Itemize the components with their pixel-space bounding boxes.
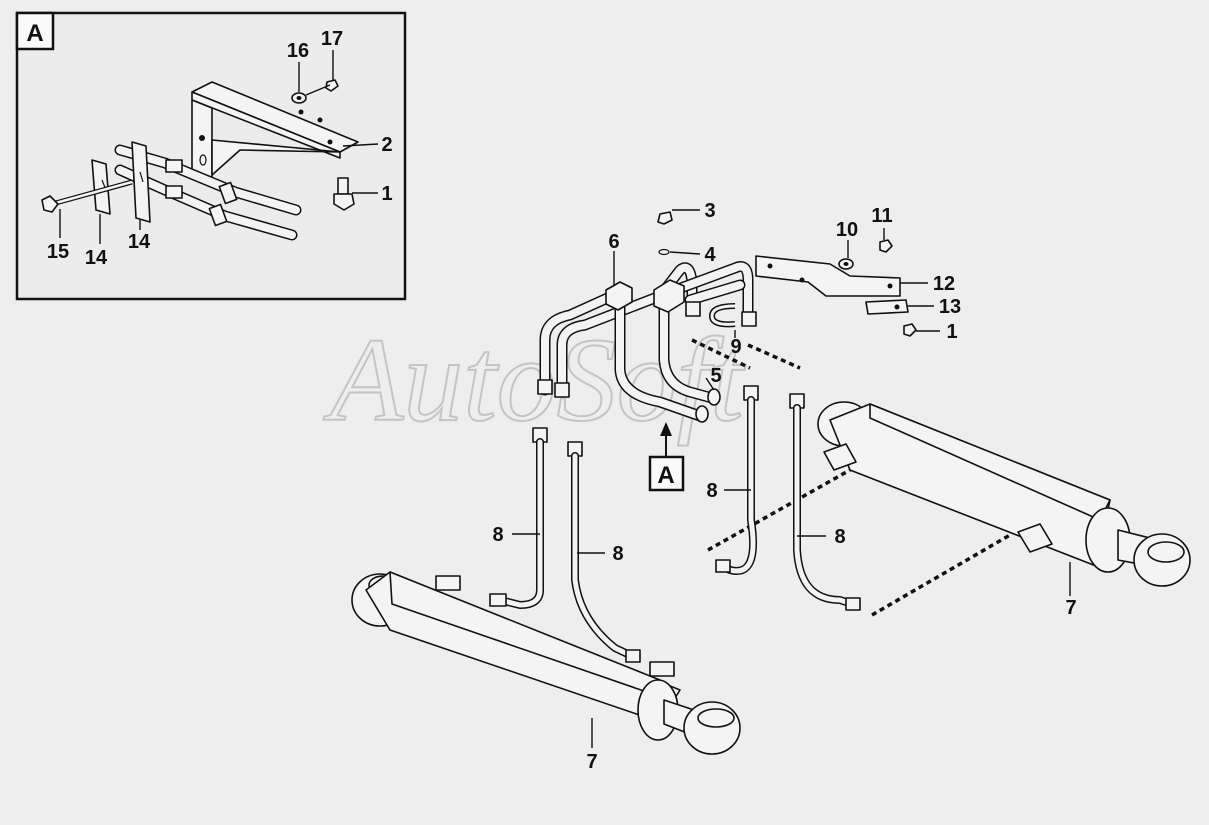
inset-title: A bbox=[26, 20, 43, 47]
label-1-main: 1 bbox=[946, 321, 957, 343]
label-8-b: 8 bbox=[612, 543, 623, 565]
manifold-blocks bbox=[605, 211, 685, 313]
cylinder-left bbox=[351, 571, 741, 755]
inset-bracket bbox=[191, 81, 359, 181]
label-8-c: 8 bbox=[706, 480, 717, 502]
dashed-routing bbox=[691, 338, 1011, 617]
label-13: 13 bbox=[939, 296, 961, 318]
label-16: 16 bbox=[287, 40, 309, 62]
leader-lines bbox=[512, 209, 1071, 748]
label-9: 9 bbox=[730, 336, 741, 358]
label-5: 5 bbox=[710, 365, 721, 387]
label-14-left: 14 bbox=[85, 247, 108, 269]
label-1-inset: 1 bbox=[381, 183, 392, 205]
label-2: 2 bbox=[381, 134, 392, 156]
bracket-12 bbox=[755, 239, 917, 337]
label-8-a: 8 bbox=[492, 524, 503, 546]
hoses bbox=[489, 396, 861, 663]
label-7-right: 7 bbox=[1065, 597, 1076, 619]
label-14-right: 14 bbox=[128, 231, 151, 253]
view-marker-letter: A bbox=[657, 462, 674, 489]
inset-title-box bbox=[15, 11, 55, 51]
label-11: 11 bbox=[871, 205, 892, 227]
label-3: 3 bbox=[704, 200, 715, 222]
label-4: 4 bbox=[704, 244, 716, 266]
label-17: 17 bbox=[321, 28, 343, 50]
view-marker: A bbox=[648, 422, 685, 492]
label-7-left: 7 bbox=[586, 751, 597, 773]
label-10: 10 bbox=[836, 219, 858, 241]
label-6: 6 bbox=[608, 231, 619, 253]
label-8-d: 8 bbox=[834, 526, 845, 548]
watermark: AutoSoft bbox=[323, 313, 746, 446]
label-12: 12 bbox=[933, 273, 955, 295]
label-15: 15 bbox=[47, 241, 69, 263]
inset-bolt bbox=[41, 179, 133, 213]
cylinder-right bbox=[817, 401, 1191, 587]
inset-fasteners bbox=[291, 79, 355, 211]
inset-panel: A bbox=[15, 11, 407, 301]
